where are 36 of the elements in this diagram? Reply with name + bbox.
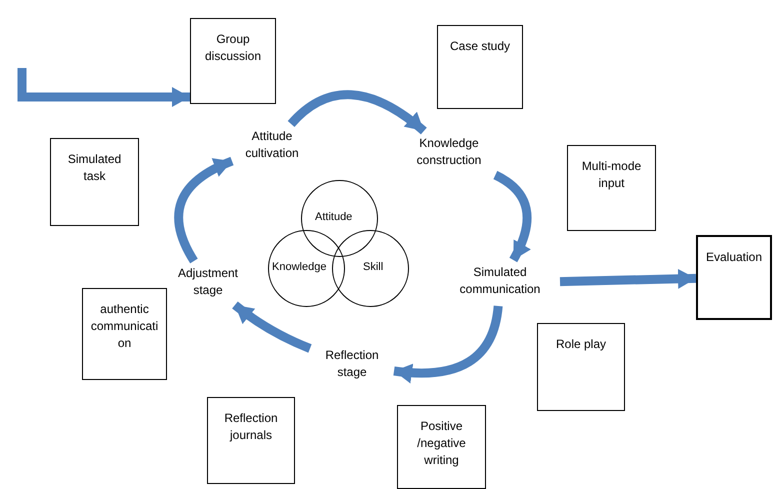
- arrow: [174, 156, 234, 264]
- arrow: [560, 268, 696, 289]
- stage-label: Attitude cultivation: [244, 128, 300, 162]
- arrow: [493, 171, 532, 262]
- venn-circle: [301, 180, 378, 257]
- activity-box: [207, 397, 295, 484]
- activity-box: [82, 288, 167, 380]
- arrow: [394, 305, 503, 383]
- activity-label: Multi-mode input: [580, 158, 642, 192]
- circle-label: Skill: [363, 261, 384, 273]
- activity-label: Group discussion: [204, 31, 262, 65]
- arrow: [18, 68, 190, 107]
- stage-label: Adjustment stage: [176, 265, 240, 299]
- activity-box: [437, 25, 523, 109]
- circle-label: Knowledge: [272, 261, 326, 273]
- activity-label: Evaluation: [704, 249, 764, 266]
- activity-box: [537, 323, 625, 411]
- activity-box: [50, 138, 139, 226]
- activity-box: [696, 235, 772, 320]
- venn-circle: [332, 230, 409, 307]
- activity-label: Role play: [554, 336, 608, 353]
- arrow: [288, 90, 427, 134]
- circle-label: Attitude: [315, 211, 352, 223]
- activity-box: [397, 405, 486, 489]
- activity-box: [567, 145, 656, 231]
- stage-label: Reflection stage: [324, 347, 380, 381]
- arrow: [232, 301, 312, 353]
- stage-label: Knowledge construction: [416, 135, 482, 169]
- activity-label: Positive /negative writing: [416, 418, 467, 469]
- activity-label: Reflection journals: [223, 410, 279, 444]
- stage-label: Simulated communication: [458, 264, 542, 298]
- venn-circle: [268, 230, 345, 307]
- activity-label: Simulated task: [66, 151, 122, 185]
- activity-box: [190, 18, 276, 104]
- activity-label: Case study: [448, 38, 512, 55]
- activity-label: authentic communication: [90, 301, 160, 352]
